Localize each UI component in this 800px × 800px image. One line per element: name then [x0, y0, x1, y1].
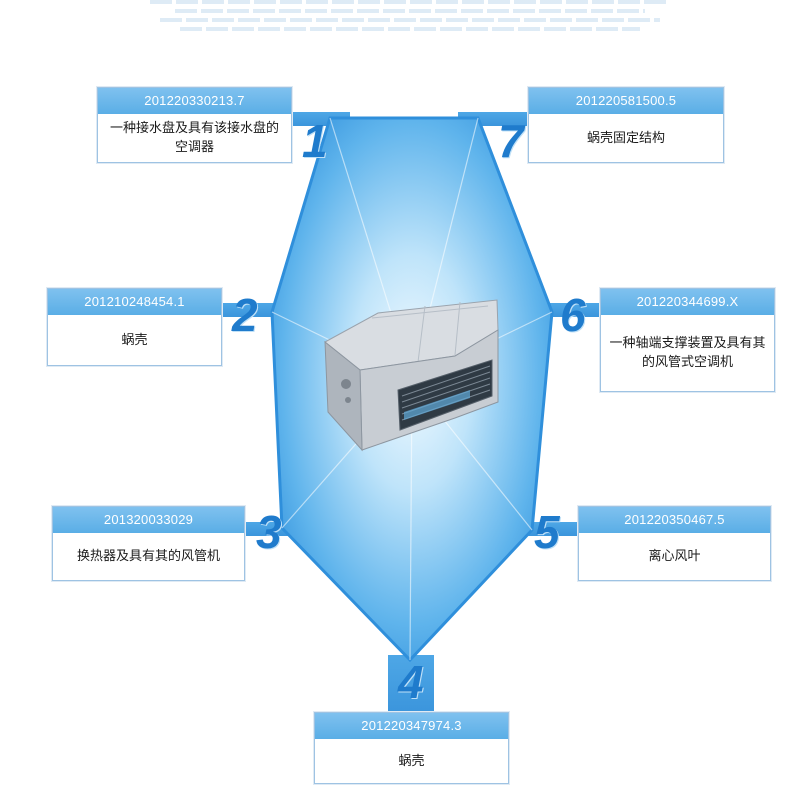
index-digit-7: 7	[498, 115, 524, 167]
patent-title: 蜗壳	[121, 332, 148, 348]
index-digit-2: 2	[232, 289, 258, 341]
ducted-unit-image	[324, 299, 499, 452]
patent-box-6: 201220344699.X 一种轴端支撑装置及具有其的风管式空调机	[600, 288, 775, 392]
index-digit-1: 1	[302, 115, 328, 167]
connector-bar-2	[222, 303, 278, 317]
patent-number: 201220347974.3	[315, 713, 508, 739]
patent-number: 201320033029	[53, 507, 244, 533]
patent-number: 201220344699.X	[601, 289, 774, 315]
header-faint-text	[180, 27, 640, 31]
index-digit-3: 3	[256, 506, 282, 558]
patent-box-5: 201220350467.5 离心风叶	[578, 506, 771, 581]
connector-bar-5	[522, 522, 578, 536]
patent-box-4: 201220347974.3 蜗壳	[314, 712, 509, 784]
index-digit-4: 4	[398, 656, 424, 708]
patent-box-2: 201210248454.1 蜗壳	[47, 288, 222, 366]
patent-title: 换热器及具有其的风管机	[76, 549, 220, 564]
patent-number: 201210248454.1	[48, 289, 221, 315]
patent-box-1: 201220330213.7 一种接水盘及具有该接水盘的空调器	[97, 87, 292, 163]
connector-bar-4	[388, 655, 434, 713]
patent-title: 离心风叶	[648, 549, 701, 564]
patent-title: 蜗壳固定结构	[586, 130, 665, 146]
index-digit-6: 6	[560, 289, 586, 341]
patent-box-7: 201220581500.5 蜗壳固定结构	[528, 87, 724, 163]
patent-number: 201220330213.7	[98, 88, 291, 114]
connector-bar-6	[548, 303, 600, 317]
patent-number: 201220581500.5	[529, 88, 723, 114]
index-digit-5: 5	[534, 506, 560, 558]
patent-title: 一种接水盘及具有该接水盘的空调器	[109, 121, 279, 155]
header-faint-text	[150, 0, 670, 4]
patent-title: 蜗壳	[398, 753, 425, 769]
header-faint-text	[160, 18, 660, 22]
patent-title: 一种轴端支撑装置及具有其的风管式空调机	[609, 336, 766, 370]
patent-box-3: 201320033029 换热器及具有其的风管机	[52, 506, 245, 581]
patent-number: 201220350467.5	[579, 507, 770, 533]
header-faint-text	[175, 9, 645, 13]
